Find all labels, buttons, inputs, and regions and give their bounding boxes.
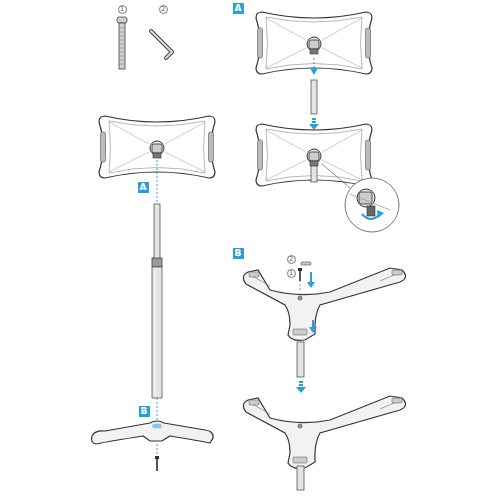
step-letter: A	[235, 4, 242, 13]
part-number: 2	[289, 256, 293, 263]
step-badge: B	[233, 248, 244, 259]
step-letter: A	[140, 183, 147, 192]
step-badge: A	[138, 182, 149, 193]
step-letter: B	[141, 407, 148, 416]
step-letter: B	[235, 249, 242, 258]
callout-number: 1	[287, 269, 296, 278]
part-number: 1	[289, 270, 293, 277]
step-badge: A	[233, 3, 244, 14]
callout-number: 1	[118, 5, 127, 14]
step-badge: B	[139, 406, 150, 417]
callout-number: 2	[159, 5, 168, 14]
part-number: 2	[161, 6, 165, 13]
callout-number: 2	[287, 255, 296, 264]
part-number: 1	[120, 6, 124, 13]
